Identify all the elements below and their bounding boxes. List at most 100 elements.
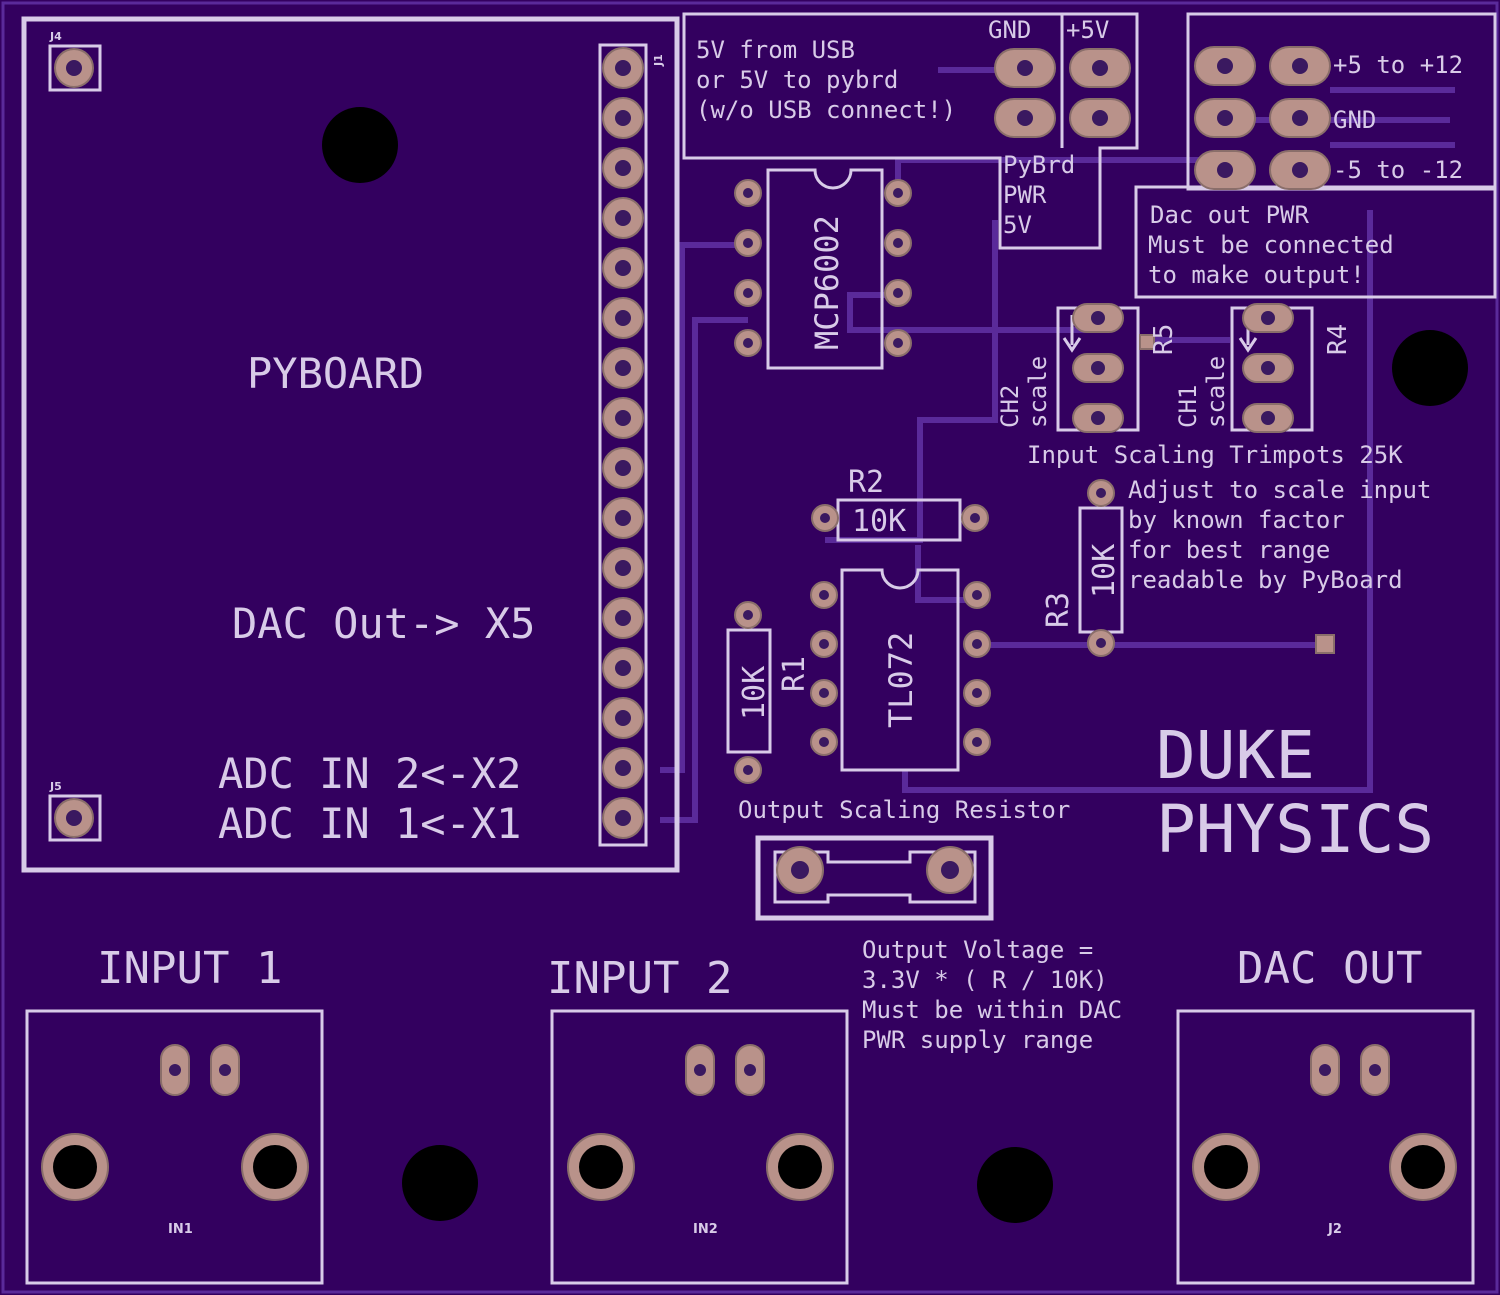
label-adjust2: by known factor — [1128, 506, 1345, 534]
label-ch2-scale: scale — [1024, 356, 1052, 428]
drill — [743, 238, 753, 248]
drill — [743, 610, 753, 620]
mount-pad-j5 — [48, 794, 102, 842]
label-adjust3: for best range — [1128, 536, 1330, 564]
dac-power-header-outline — [1186, 12, 1497, 191]
label-pwr-gnd: GND — [1333, 106, 1376, 134]
label-gnd-top: GND — [988, 16, 1031, 44]
drill — [1261, 361, 1275, 375]
label-input-1: INPUT 1 — [97, 943, 282, 994]
drill — [743, 338, 753, 348]
drill — [615, 310, 631, 326]
label-r5: R5 — [1149, 324, 1179, 355]
drill — [1292, 162, 1308, 178]
label-r1-value: 10K — [737, 666, 772, 720]
label-dac-pwr3: to make output! — [1148, 261, 1365, 289]
usb-power-outline — [682, 12, 1139, 250]
label-dac-out: DAC OUT — [1237, 943, 1422, 994]
output-resistor-outline — [755, 835, 994, 921]
jack-outline — [25, 1009, 324, 1285]
drill — [743, 288, 753, 298]
label-adjust1: Adjust to scale input — [1128, 476, 1431, 504]
label-dac-pwr1: Dac out PWR — [1150, 201, 1309, 229]
drill — [972, 688, 982, 698]
usb-power-pads — [994, 48, 1131, 138]
ic-tl072 — [810, 568, 991, 772]
drill — [744, 1064, 756, 1076]
dac-power-pads — [1194, 46, 1331, 190]
mounting-hole — [977, 1147, 1053, 1223]
drill — [820, 513, 830, 523]
jack-outline — [550, 1009, 849, 1285]
jack-in2 — [550, 1009, 849, 1285]
drill — [819, 688, 829, 698]
jack-in1 — [25, 1009, 324, 1285]
label-pybrd-pwr3: 5V — [1003, 211, 1032, 239]
drill — [893, 238, 903, 248]
resistor-r1-outline — [726, 628, 772, 754]
drill — [615, 760, 631, 776]
pyboard-outline — [21, 16, 680, 873]
label-output-voltage-4: PWR supply range — [862, 1026, 1093, 1054]
drill — [893, 188, 903, 198]
drill — [615, 360, 631, 376]
label-r3-value: 10K — [1087, 544, 1122, 598]
drill — [1091, 311, 1105, 325]
drill — [615, 260, 631, 276]
drill — [972, 737, 982, 747]
label-output-scaling: Output Scaling Resistor — [738, 796, 1070, 824]
label-adc-in-2: ADC IN 2<-X2 — [218, 749, 521, 798]
label-in1: IN1 — [168, 1222, 193, 1237]
drill — [615, 60, 631, 76]
mounting-hole — [1392, 330, 1468, 406]
drill — [615, 160, 631, 176]
resistor-r3-outline — [1078, 506, 1124, 634]
drill — [694, 1064, 706, 1076]
label-duke: DUKE — [1156, 717, 1315, 794]
ic-mcp6002 — [734, 168, 912, 370]
label-dac-pwr2: Must be connected — [1148, 231, 1394, 259]
drill — [615, 410, 631, 426]
label-output-voltage-1: Output Voltage = — [862, 936, 1093, 964]
drill — [1091, 361, 1105, 375]
component-pads — [734, 479, 1115, 784]
drill — [1017, 110, 1033, 126]
label-usb-line3: (w/o USB connect!) — [696, 96, 956, 124]
drill — [1217, 110, 1233, 126]
label-output-voltage-2: 3.3V * ( R / 10K) — [862, 966, 1108, 994]
mounting-hole — [322, 107, 398, 183]
label-r2: R2 — [848, 465, 884, 500]
drill — [972, 590, 982, 600]
drill — [615, 210, 631, 226]
drill — [1092, 110, 1108, 126]
label-input-2: INPUT 2 — [547, 953, 732, 1004]
drill — [1261, 411, 1275, 425]
label-ch1: CH1 — [1174, 385, 1202, 428]
output-resistor-body — [773, 850, 977, 904]
label-ch2: CH2 — [996, 385, 1024, 428]
drill — [819, 737, 829, 747]
label-j1: J1 — [652, 54, 665, 67]
drill — [970, 513, 980, 523]
label-mcp6002: MCP6002 — [808, 215, 846, 350]
label-output-voltage-3: Must be within DAC — [862, 996, 1122, 1024]
label-ch1-scale: scale — [1202, 356, 1230, 428]
drill — [169, 1064, 181, 1076]
drill — [819, 639, 829, 649]
drill — [1292, 58, 1308, 74]
drill — [615, 510, 631, 526]
drill — [615, 110, 631, 126]
drill — [743, 765, 753, 775]
label-pyboard: PYBOARD — [247, 349, 424, 398]
drill — [615, 810, 631, 826]
mounting-hole — [402, 1145, 478, 1221]
label-pwr-plus: +5 to +12 — [1333, 51, 1463, 79]
label-adjust4: readable by PyBoard — [1128, 566, 1403, 594]
label-physics: PHYSICS — [1156, 791, 1434, 868]
drill — [1092, 60, 1108, 76]
label-j2: J2 — [1327, 1222, 1342, 1237]
jack-j2 — [1176, 1009, 1475, 1285]
drill — [972, 639, 982, 649]
